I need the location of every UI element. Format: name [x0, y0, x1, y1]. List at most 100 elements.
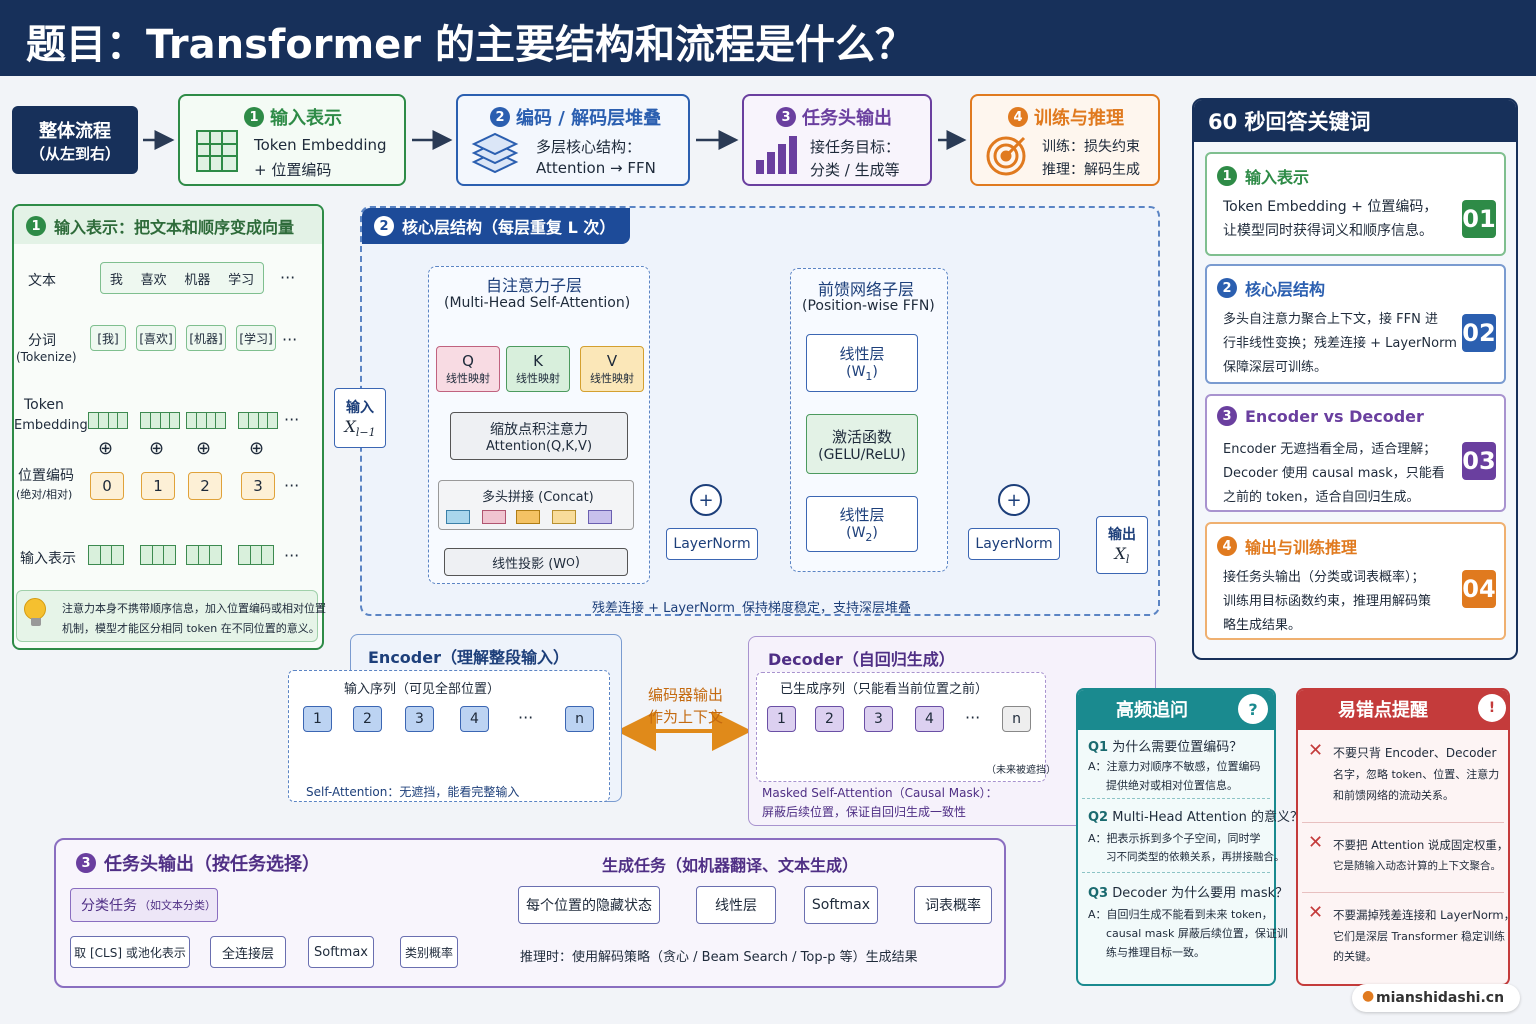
step-line: 推理：解码生成: [1042, 162, 1140, 178]
step-line: + 位置编码: [254, 161, 332, 179]
ellipsis: ···: [518, 708, 534, 727]
position-chip: 1: [141, 472, 175, 500]
overview-label: 整体流程 （从左到右）: [12, 106, 138, 174]
row-label-token: Token: [24, 397, 64, 413]
step-number: 1: [244, 107, 264, 127]
step-line: 多层核心结构：: [536, 138, 642, 156]
cls-flow-step: 全连接层: [210, 936, 286, 968]
input-vector: [238, 545, 274, 565]
faq-answer: 注意力对顺序不敏感，位置编码: [1106, 760, 1261, 773]
step-title: 任务头输出: [802, 108, 892, 129]
cls-flow-step: 类别概率: [400, 936, 458, 968]
pitfall-text: 的关键。: [1333, 950, 1377, 963]
residual-add-icon: +: [998, 484, 1030, 516]
page-title: 题目：Transformer 的主要结构和流程是什么？: [26, 22, 915, 68]
residual-add-icon: +: [690, 484, 722, 516]
cross-icon: ✕: [1308, 740, 1324, 761]
faq-answer: 习不同类型的依赖关系，再拼接融合。: [1106, 851, 1285, 863]
input-panel-header: [14, 206, 322, 244]
keyword-card-2: 2 核心层结构 多头自注意力聚合上下文，接 FFN 进 行非线性变换；残差连接 …: [1205, 264, 1506, 384]
encoder-token: 1: [303, 706, 332, 732]
word: 喜欢: [140, 272, 167, 288]
gen-flow-step: 线性层: [696, 886, 776, 924]
faq-question: Decoder 为什么要用 mask？: [1112, 886, 1289, 901]
decoder-seq-label: 已生成序列（只能看当前位置之前）: [780, 682, 989, 697]
cls-flow-step: 取 [CLS] 或池化表示: [70, 936, 190, 968]
head-block: [588, 510, 612, 524]
position-chip: 2: [188, 472, 222, 500]
encoder-sequence: [288, 670, 610, 802]
pitfall-text: 它们是深层 Transformer 稳定训练: [1333, 930, 1505, 943]
faq-q-label: Q2: [1088, 810, 1109, 825]
word-row: 我 喜欢 机器 学习: [100, 262, 264, 294]
step-title: 训练与推理: [1034, 108, 1124, 129]
core-output: 输出 Xl: [1096, 516, 1148, 574]
encoder-token: 4: [460, 706, 489, 732]
linear-layer-2: 线性层 (W2): [806, 496, 918, 552]
word: 机器: [184, 272, 211, 288]
linear-layer-1: 线性层 (W1): [806, 334, 918, 392]
activation-function: 激活函数(GELU/ReLU): [806, 414, 918, 474]
layernorm-2: LayerNorm: [968, 528, 1060, 560]
gen-flow-step: Softmax: [804, 886, 878, 924]
tip-box: [16, 590, 318, 642]
overview-step-3: 3 任务头输出 接任务目标： 分类 / 生成等: [742, 94, 932, 186]
input-vector: [186, 545, 222, 565]
enc-dec-label: 作为上下文: [648, 708, 724, 726]
target-icon: [986, 136, 1026, 176]
head-block: [482, 510, 506, 524]
layernorm-1: LayerNorm: [666, 528, 758, 560]
position-chip: 0: [90, 472, 124, 500]
encoder-token: n: [565, 706, 594, 732]
bar-chart-icon: [756, 136, 797, 174]
concat-label: 多头拼接 (Concat): [482, 490, 594, 505]
head-block: [516, 510, 540, 524]
generation-note: 推理时：使用解码策略（贪心 / Beam Search / Top-p 等）生成…: [520, 950, 918, 965]
encoder-token: 3: [405, 706, 434, 732]
step-number: 3: [776, 107, 796, 127]
encoder-note: Self-Attention：无遮挡，能看完整输入: [306, 785, 520, 799]
tip-text: 机制，模型才能区分相同 token 在不同位置的意义。: [62, 622, 320, 635]
step-number: 4: [1008, 107, 1028, 127]
watermark-text: mianshidashi.cn: [1376, 990, 1505, 1006]
pitfall-text: 名字，忽略 token、位置、注意力: [1333, 768, 1500, 781]
word: 学习: [228, 272, 255, 288]
encoder-title: Encoder（理解整段输入）: [368, 648, 569, 667]
embedding-vector: [186, 412, 226, 429]
decoder-note: Masked Self-Attention（Causal Mask）：: [762, 786, 998, 800]
pitfall-text: 和前馈网络的流动关系。: [1333, 789, 1454, 802]
faq-answer: causal mask 屏蔽后续位置，保证训: [1106, 927, 1288, 940]
faq-answer: 把表示拆到多个子空间，同时学: [1106, 832, 1261, 845]
token-chip: [学习]: [236, 325, 276, 351]
add-icon: ⊕: [249, 438, 265, 459]
core-panel-title: 核心层结构（每层重复 L 次）: [402, 218, 616, 237]
gen-flow-step: 每个位置的隐藏状态: [518, 886, 660, 924]
attn-subtitle: (Multi-Head Self-Attention): [444, 295, 631, 311]
step-line: Attention → FFN: [536, 159, 656, 177]
grid-icon: [196, 130, 238, 172]
faq-question: Multi-Head Attention 的意义？: [1112, 810, 1303, 825]
decoder-token: 2: [815, 706, 844, 732]
embedding-vector: [88, 412, 128, 429]
ellipsis: ···: [284, 410, 300, 429]
residual-label: 残差连接 + LayerNorm: [592, 601, 735, 616]
decoder-sequence: [756, 672, 1046, 782]
panel-number: 2: [374, 216, 394, 236]
dot-icon: ●: [1362, 988, 1375, 1004]
decoder-note: 屏蔽后续位置，保证自回归生成一致性: [762, 805, 967, 819]
row-label-tokenize: 分词: [28, 333, 56, 349]
faq-q-label: Q1: [1088, 740, 1109, 755]
keyword-badge: 01: [1462, 200, 1496, 238]
generation-task-title: 生成任务（如机器翻译、文本生成）: [602, 856, 859, 875]
cls-flow-step: Softmax: [308, 936, 374, 968]
token-chip: [喜欢]: [136, 325, 176, 351]
keyword-card-4: 4 输出与训练推理 接任务头输出（分类或词表概率）； 训练用目标函数约束，推理用…: [1205, 522, 1506, 640]
faq-answer: 练与推理目标一致。: [1106, 946, 1205, 959]
add-icon: ⊕: [196, 438, 212, 459]
classification-task: 分类任务 （如文本分类）: [70, 888, 218, 922]
step-title: 输入表示: [270, 108, 342, 129]
pitfalls-header: [1298, 690, 1508, 730]
faq-question: 为什么需要位置编码？: [1112, 740, 1243, 755]
